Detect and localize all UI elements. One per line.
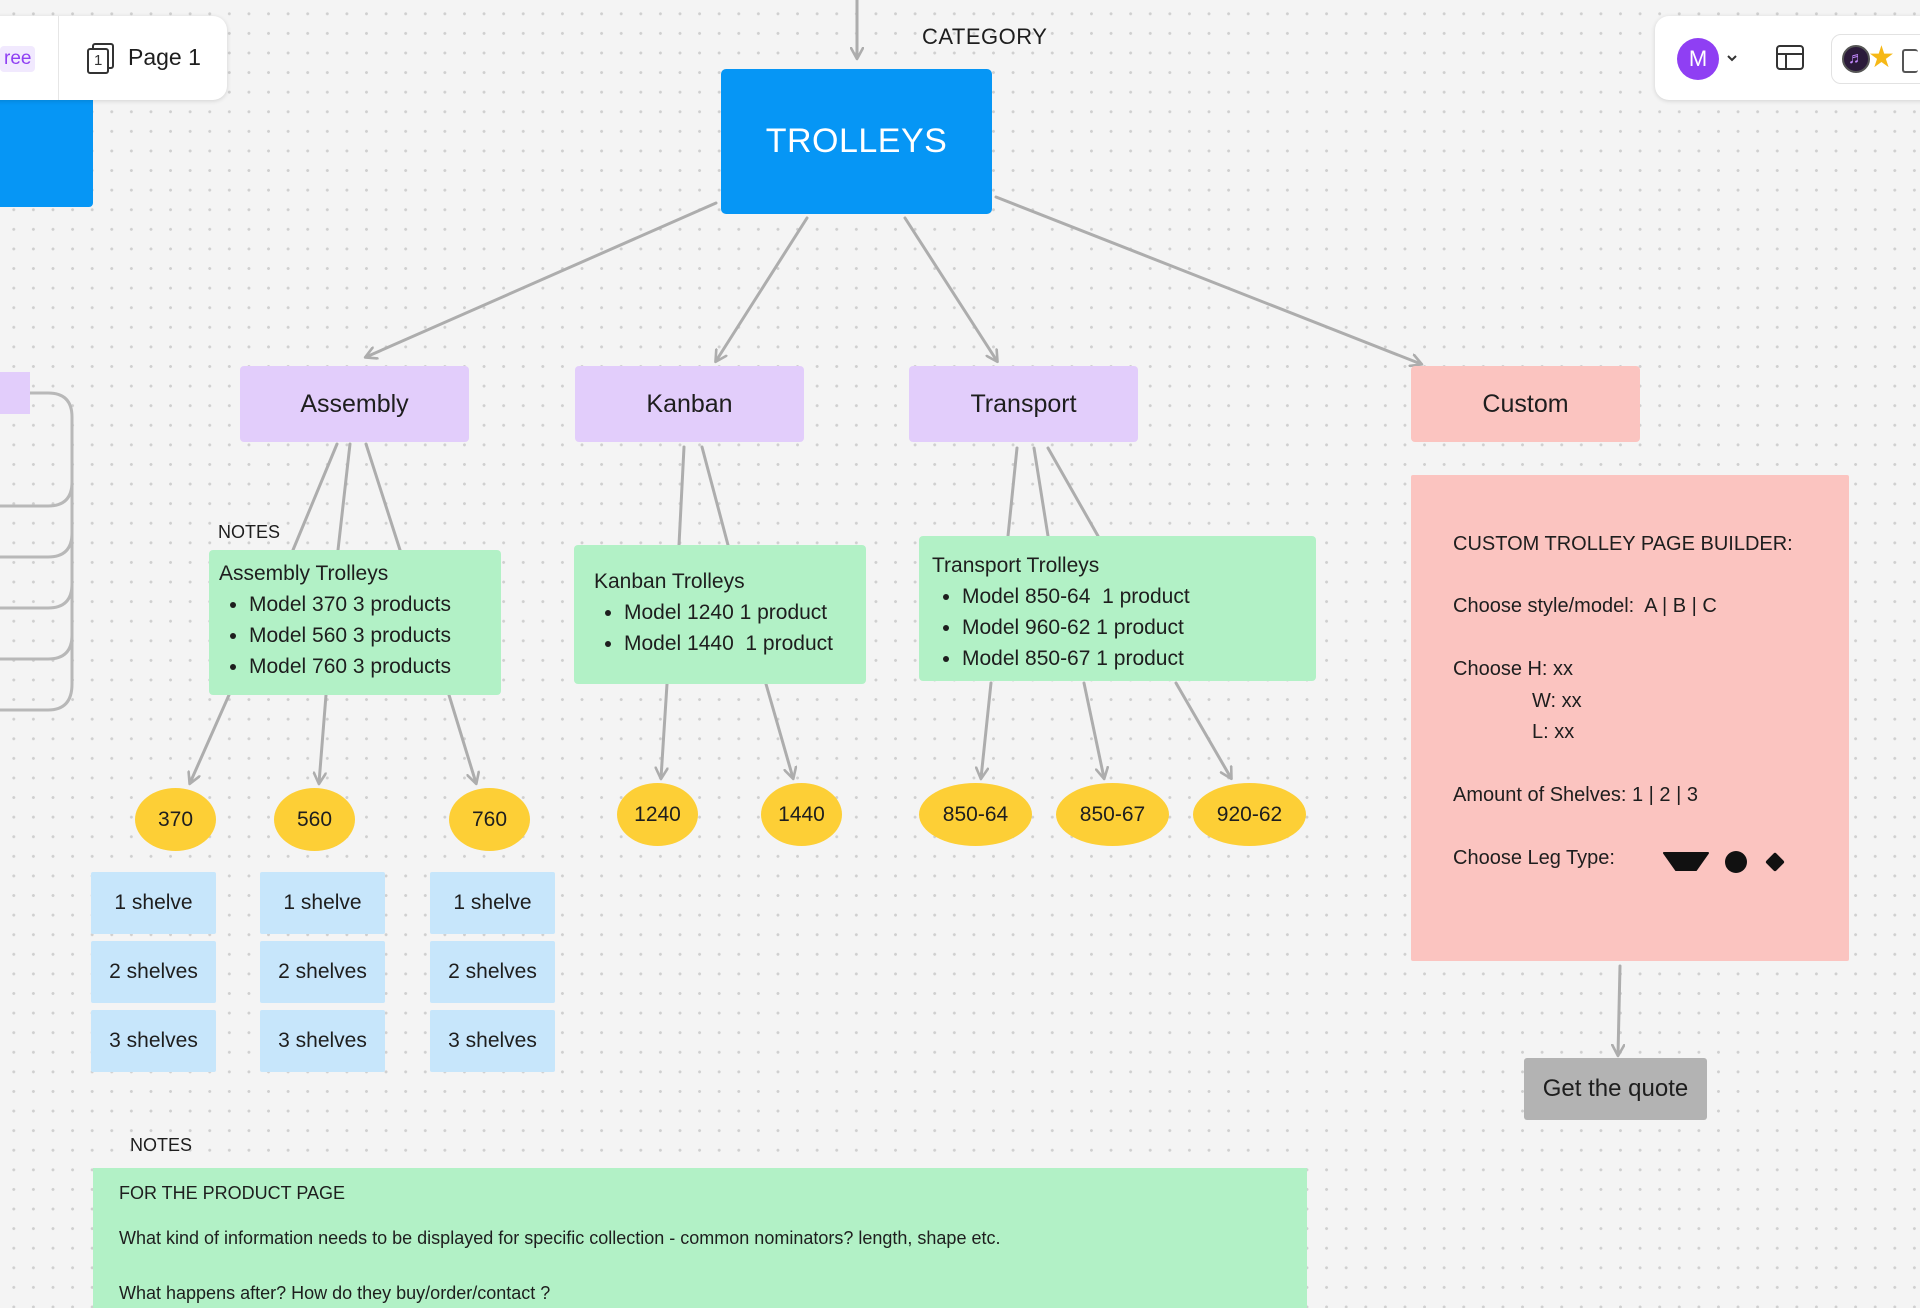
- page-icon: 1: [86, 42, 116, 74]
- model-oval-1240[interactable]: 1240: [617, 783, 698, 846]
- shelf-760-2[interactable]: 2 shelves: [430, 941, 555, 1003]
- list-item: Model 850-67 1 product: [962, 643, 1303, 674]
- builder-width: W: xx: [1532, 690, 1582, 712]
- leg-shape-trapezoid-icon[interactable]: [1663, 850, 1709, 880]
- shelf-760-1[interactable]: 1 shelve: [430, 872, 555, 934]
- list-item: Model 370 3 products: [249, 589, 491, 620]
- connector-850-67: [1082, 681, 1104, 778]
- builder-length: L: xx: [1532, 721, 1575, 743]
- star-icon[interactable]: ★: [1868, 41, 1895, 74]
- connector-560: [319, 693, 328, 783]
- kanban-note[interactable]: Kanban Trolleys Model 1240 1 product Mod…: [574, 545, 866, 684]
- connector-920-62: [1174, 681, 1231, 778]
- chevron-down-icon[interactable]: [1725, 50, 1739, 68]
- builder-height: Choose H: xx: [1453, 658, 1574, 680]
- transport-note-title: Transport Trolleys: [932, 554, 1100, 577]
- connector-root-transport: [903, 216, 997, 361]
- product-note-line-1: What kind of information needs to be dis…: [119, 1228, 1001, 1248]
- partial-purple-box: [0, 372, 30, 414]
- page-toolbar: ree 1 Page 1: [0, 16, 227, 100]
- page-label: Page 1: [128, 44, 201, 70]
- notes-label-bottom: NOTES: [130, 1135, 193, 1155]
- list-item: Model 960-62 1 product: [962, 612, 1303, 643]
- category-custom[interactable]: Custom: [1411, 366, 1640, 442]
- category-assembly[interactable]: Assembly: [240, 366, 469, 442]
- toolbar-divider: [58, 16, 59, 100]
- shelf-370-3[interactable]: 3 shelves: [91, 1010, 216, 1072]
- plugin-tray[interactable]: ♬ ★: [1831, 34, 1920, 84]
- builder-leg: Choose Leg Type:: [1453, 847, 1615, 869]
- product-page-note[interactable]: FOR THE PRODUCT PAGE What kind of inform…: [93, 1168, 1307, 1308]
- left-bracket: [0, 391, 74, 712]
- root-node-trolleys[interactable]: TROLLEYS: [721, 69, 992, 214]
- connector-1240: [661, 682, 667, 778]
- model-oval-760[interactable]: 760: [449, 788, 530, 851]
- model-oval-850-64[interactable]: 850-64: [919, 783, 1032, 846]
- transport-note[interactable]: Transport Trolleys Model 850-64 1 produc…: [919, 536, 1316, 681]
- page-selector[interactable]: 1 Page 1: [84, 40, 214, 76]
- list-item: Model 1240 1 product: [624, 597, 846, 628]
- badge-text: ree: [0, 46, 36, 72]
- model-oval-370[interactable]: 370: [135, 788, 216, 851]
- kanban-note-list: Model 1240 1 product Model 1440 1 produc…: [594, 597, 846, 659]
- notes-label-assembly: NOTES: [218, 522, 281, 542]
- assembly-note-title: Assembly Trolleys: [219, 562, 389, 585]
- collab-toolbar: M ♬ ★: [1655, 16, 1920, 100]
- connector-quote: [1618, 964, 1620, 1055]
- kanban-note-title: Kanban Trolleys: [594, 570, 745, 593]
- connector-370: [190, 693, 231, 783]
- shelf-370-1[interactable]: 1 shelve: [91, 872, 216, 934]
- model-oval-560[interactable]: 560: [274, 788, 355, 851]
- product-note-line-2: What happens after? How do they buy/orde…: [119, 1283, 551, 1303]
- shelf-370-2[interactable]: 2 shelves: [91, 941, 216, 1003]
- category-transport[interactable]: Transport: [909, 366, 1138, 442]
- connector-root-kanban: [716, 216, 809, 361]
- leg-shape-diamond-icon[interactable]: [1765, 852, 1785, 872]
- category-kanban[interactable]: Kanban: [575, 366, 804, 442]
- custom-builder-note[interactable]: CUSTOM TROLLEY PAGE BUILDER: Choose styl…: [1411, 475, 1849, 961]
- page-number: 1: [94, 52, 103, 69]
- window-icon[interactable]: [1902, 49, 1918, 73]
- shelf-560-2[interactable]: 2 shelves: [260, 941, 385, 1003]
- connector-1440: [764, 682, 793, 778]
- assembly-note[interactable]: Assembly Trolleys Model 370 3 products M…: [209, 550, 501, 695]
- user-avatar[interactable]: M: [1677, 38, 1719, 80]
- builder-shelves: Amount of Shelves: 1 | 2 | 3: [1453, 784, 1698, 806]
- get-quote-button[interactable]: Get the quote: [1524, 1058, 1707, 1120]
- model-oval-850-67[interactable]: 850-67: [1056, 783, 1169, 846]
- connector-760: [447, 693, 476, 783]
- model-oval-920-62[interactable]: 920-62: [1193, 783, 1306, 846]
- list-item: Model 850-64 1 product: [962, 581, 1303, 612]
- partial-blue-box: [0, 96, 93, 207]
- connector-850-64: [981, 681, 993, 778]
- list-item: Model 1440 1 product: [624, 628, 846, 659]
- music-app-icon[interactable]: ♬: [1842, 45, 1870, 73]
- list-item: Model 560 3 products: [249, 620, 491, 651]
- list-item: Model 760 3 products: [249, 651, 491, 682]
- builder-style: Choose style/model: A | B | C: [1453, 595, 1717, 617]
- layout-panel-icon[interactable]: [1775, 44, 1805, 77]
- leg-shape-circle-icon[interactable]: [1725, 851, 1747, 873]
- connector-root-custom: [994, 195, 1421, 364]
- shelf-760-3[interactable]: 3 shelves: [430, 1010, 555, 1072]
- transport-note-list: Model 850-64 1 product Model 960-62 1 pr…: [932, 581, 1303, 674]
- category-header: CATEGORY: [922, 24, 1048, 49]
- shelf-560-1[interactable]: 1 shelve: [260, 872, 385, 934]
- model-oval-1440[interactable]: 1440: [761, 783, 842, 846]
- connector-root-assembly: [366, 201, 718, 357]
- avatar-initial: M: [1688, 46, 1708, 71]
- builder-title: CUSTOM TROLLEY PAGE BUILDER:: [1453, 533, 1793, 555]
- assembly-note-list: Model 370 3 products Model 560 3 product…: [219, 589, 491, 682]
- product-note-heading: FOR THE PRODUCT PAGE: [119, 1183, 346, 1203]
- shelf-560-3[interactable]: 3 shelves: [260, 1010, 385, 1072]
